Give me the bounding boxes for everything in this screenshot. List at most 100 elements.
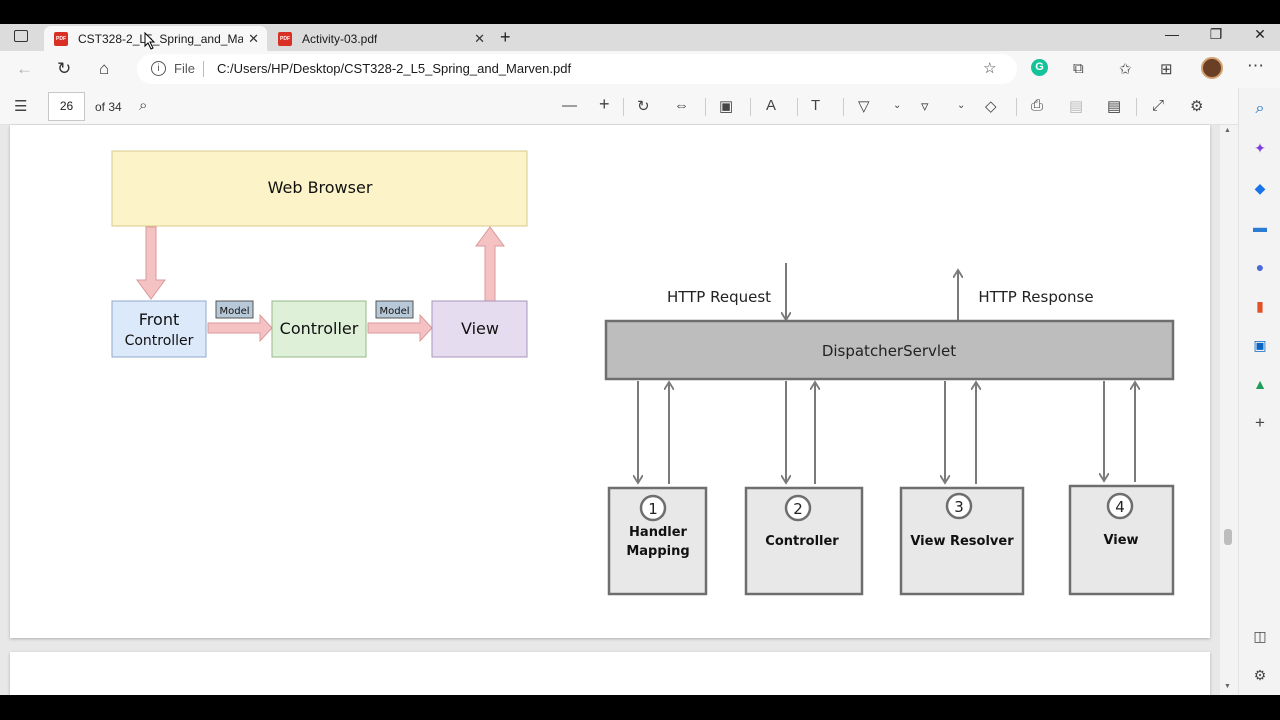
front-controller-box xyxy=(111,300,207,358)
divider xyxy=(797,98,798,116)
controller-label: Controller xyxy=(280,319,359,338)
back-icon[interactable]: ← xyxy=(16,59,33,78)
tools-icon[interactable]: ▬ xyxy=(1253,219,1267,235)
home-icon[interactable]: ⌂ xyxy=(99,59,110,78)
divider xyxy=(843,98,844,116)
settings-icon[interactable]: ⚙ xyxy=(1253,667,1267,683)
fullscreen-icon[interactable]: ⤢ xyxy=(1152,97,1165,114)
contents-icon[interactable]: ☰ xyxy=(14,98,28,115)
save-as-icon[interactable]: ▤ xyxy=(1107,98,1122,115)
diagram-canvas: Web Browser Front Controller Model Contr… xyxy=(111,150,1175,596)
split-screen-icon[interactable]: ◫ xyxy=(1253,628,1267,644)
fit-width-icon[interactable]: ⇔ xyxy=(674,97,689,114)
more-icon[interactable]: ⋯ xyxy=(1247,56,1264,75)
minimize-icon[interactable]: — xyxy=(1165,26,1179,42)
search-icon[interactable]: ⌕ xyxy=(139,97,148,114)
sidebar-toggle-icon[interactable] xyxy=(14,30,28,42)
chevron-down-icon[interactable]: ⌄ xyxy=(893,100,902,111)
extensions-icon[interactable]: ⧉ xyxy=(1073,60,1084,77)
shopping-icon[interactable]: ◆ xyxy=(1254,180,1266,196)
zoom-in-icon[interactable]: + xyxy=(599,94,610,114)
drop-icon[interactable]: ▲ xyxy=(1253,376,1267,392)
scroll-down-icon[interactable]: ▼ xyxy=(1224,683,1231,690)
divider xyxy=(203,61,204,77)
add-icon[interactable]: + xyxy=(1255,413,1265,432)
url-text[interactable]: C:/Users/HP/Desktop/CST328-2_L5_Spring_a… xyxy=(217,61,572,76)
arrow-right xyxy=(207,313,273,343)
step-number-badge xyxy=(639,494,667,522)
pdf-icon: PDF xyxy=(54,31,68,46)
web-browser-box xyxy=(111,150,528,227)
tab-label: Activity-03.pdf xyxy=(302,31,378,46)
front-controller-label-2: Controller xyxy=(125,333,194,349)
scroll-up-icon[interactable]: ▲ xyxy=(1224,127,1231,134)
arrow-right xyxy=(367,313,433,343)
restore-icon[interactable]: ❐ xyxy=(1209,26,1223,42)
component-label: View Resolver xyxy=(910,534,1014,549)
games-icon[interactable]: ● xyxy=(1255,259,1265,275)
draw-icon[interactable]: ▽ xyxy=(858,98,870,115)
step-number-badge xyxy=(945,492,973,520)
favorites-icon[interactable]: ✩ xyxy=(1119,61,1132,78)
component-label: Mapping xyxy=(626,544,689,559)
print-icon[interactable]: ⎙ xyxy=(1031,97,1044,114)
favorite-icon[interactable]: ☆ xyxy=(983,60,997,77)
controller-box xyxy=(271,300,367,358)
edge-sidebar: ⌕ ✦ ◆ ▬ ● ▮ ▣ ▲ + ◫ ⚙ xyxy=(1238,88,1280,695)
dispatcher-servlet-box xyxy=(604,319,1175,381)
document-area: Web Browser Front Controller Model Contr… xyxy=(0,125,1238,695)
collections-icon[interactable]: ⊞ xyxy=(1160,61,1173,78)
pdf-icon: PDF xyxy=(278,31,292,46)
avatar[interactable] xyxy=(1201,57,1223,79)
page-view-icon[interactable]: ▣ xyxy=(719,98,734,115)
cursor-icon xyxy=(144,32,156,50)
mvc-flow-diagram: Web Browser Front Controller Model Contr… xyxy=(111,150,528,358)
web-browser-label: Web Browser xyxy=(268,178,373,197)
info-icon[interactable]: i xyxy=(151,61,166,76)
vertical-scrollbar[interactable]: ▲ ▼ xyxy=(1220,125,1238,695)
divider xyxy=(705,98,706,116)
tab-activity-03[interactable]: PDF Activity-03.pdf ✕ xyxy=(268,26,493,51)
page-number-input[interactable]: 26 xyxy=(48,92,85,121)
model-label: Model xyxy=(379,306,409,317)
grammarly-icon[interactable]: G xyxy=(1031,59,1048,76)
dispatcher-servlet-diagram: HTTP Request HTTP Response DispatcherSer… xyxy=(604,263,1175,596)
close-icon[interactable]: ✕ xyxy=(248,30,259,46)
scroll-thumb[interactable] xyxy=(1224,529,1232,545)
pdf-page-next xyxy=(10,652,1210,695)
front-controller-label-1: Front xyxy=(139,310,179,329)
model-tag xyxy=(375,300,414,319)
dispatcher-servlet-label: DispatcherServlet xyxy=(822,342,956,360)
window-close-icon[interactable]: ✕ xyxy=(1254,26,1266,42)
chevron-down-icon[interactable]: ⌄ xyxy=(957,100,966,111)
pdf-page: Web Browser Front Controller Model Contr… xyxy=(10,125,1210,638)
new-tab-icon[interactable]: + xyxy=(500,27,511,47)
office-icon[interactable]: ▮ xyxy=(1256,298,1264,314)
erase-icon[interactable]: ◇ xyxy=(985,98,997,115)
http-response-label: HTTP Response xyxy=(978,288,1093,306)
divider xyxy=(750,98,751,116)
url-field[interactable]: i File C:/Users/HP/Desktop/CST328-2_L5_S… xyxy=(137,54,1017,84)
read-aloud-icon[interactable]: A xyxy=(766,97,777,114)
arrow-up xyxy=(475,226,505,302)
refresh-icon[interactable]: ↻ xyxy=(57,59,72,78)
tab-spring-marven[interactable]: PDF CST328-2_L5_Spring_and_Marven ✕ xyxy=(44,26,267,51)
highlight-icon[interactable]: ▿ xyxy=(921,98,929,115)
step-number: 3 xyxy=(954,498,964,516)
search-icon[interactable]: ⌕ xyxy=(1255,100,1265,117)
view-box xyxy=(431,300,528,358)
outlook-icon[interactable]: ▣ xyxy=(1253,337,1267,353)
text-icon[interactable]: T xyxy=(811,97,821,114)
settings-icon[interactable]: ⚙ xyxy=(1190,98,1204,115)
view-label: View xyxy=(461,319,499,338)
zoom-out-icon[interactable]: — xyxy=(562,97,577,114)
save-icon[interactable]: ▤ xyxy=(1069,98,1084,115)
copilot-icon[interactable]: ✦ xyxy=(1254,140,1266,156)
component-label: Handler xyxy=(629,525,687,540)
browser-window: PDF CST328-2_L5_Spring_and_Marven ✕ PDF … xyxy=(0,24,1280,695)
rotate-icon[interactable]: ↻ xyxy=(637,98,650,115)
divider xyxy=(1136,98,1137,116)
close-icon[interactable]: ✕ xyxy=(474,30,485,46)
arrow-down xyxy=(136,226,166,300)
step-number: 2 xyxy=(793,500,803,518)
